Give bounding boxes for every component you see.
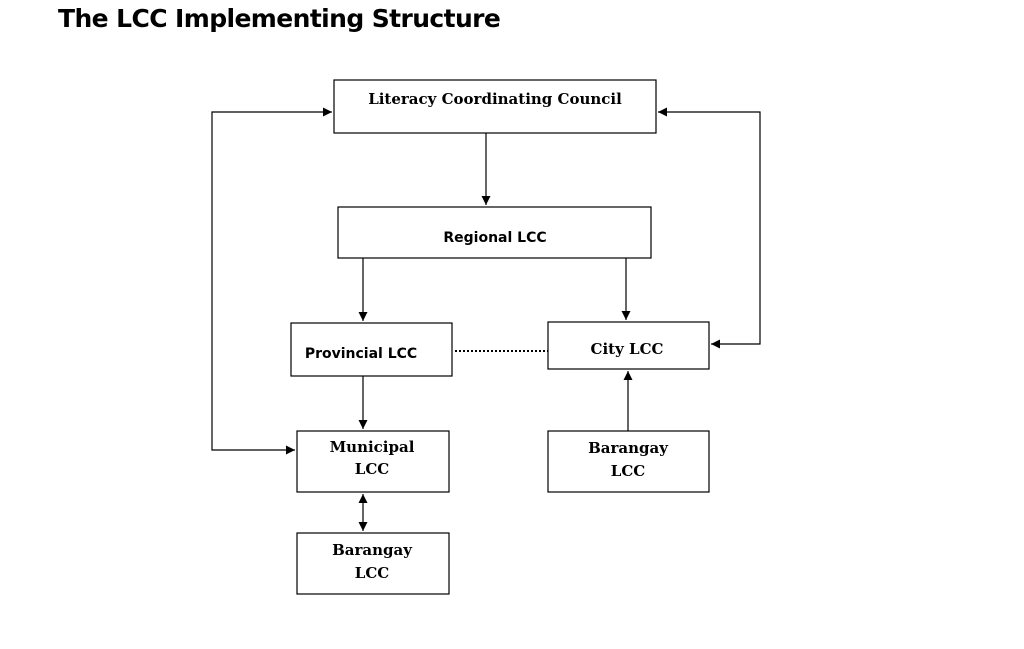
node-barangay-lcc-municipal: Barangay LCC (296, 532, 450, 595)
node-barangay-lcc-city: Barangay LCC (547, 430, 710, 493)
node-provincial-lcc: Provincial LCC (290, 322, 453, 377)
node-literacy-council: Literacy Coordinating Council (333, 79, 657, 134)
connectors (211, 107, 761, 531)
node-label-line: Provincial LCC (305, 346, 417, 362)
connector-city-to-literacy-council (658, 107, 761, 349)
node-municipal-lcc: Municipal LCC (296, 430, 450, 493)
node-label-line: Municipal (330, 438, 415, 456)
node-label-line: LCC (355, 564, 389, 582)
node-label-line: Barangay (588, 439, 669, 457)
node-label-line: LCC (611, 462, 645, 480)
node-label-line: Regional LCC (443, 230, 546, 246)
connector-municipal-to-literacy-council (211, 107, 332, 455)
node-label-line: City LCC (591, 340, 664, 358)
node-regional-lcc: Regional LCC (337, 206, 652, 259)
node-label-line: Barangay (332, 541, 413, 559)
node-label-line: LCC (355, 460, 389, 478)
page-title: The LCC Implementing Structure (58, 4, 501, 33)
node-city-lcc: City LCC (547, 321, 710, 370)
node-label-line: Literacy Coordinating Council (368, 90, 622, 108)
